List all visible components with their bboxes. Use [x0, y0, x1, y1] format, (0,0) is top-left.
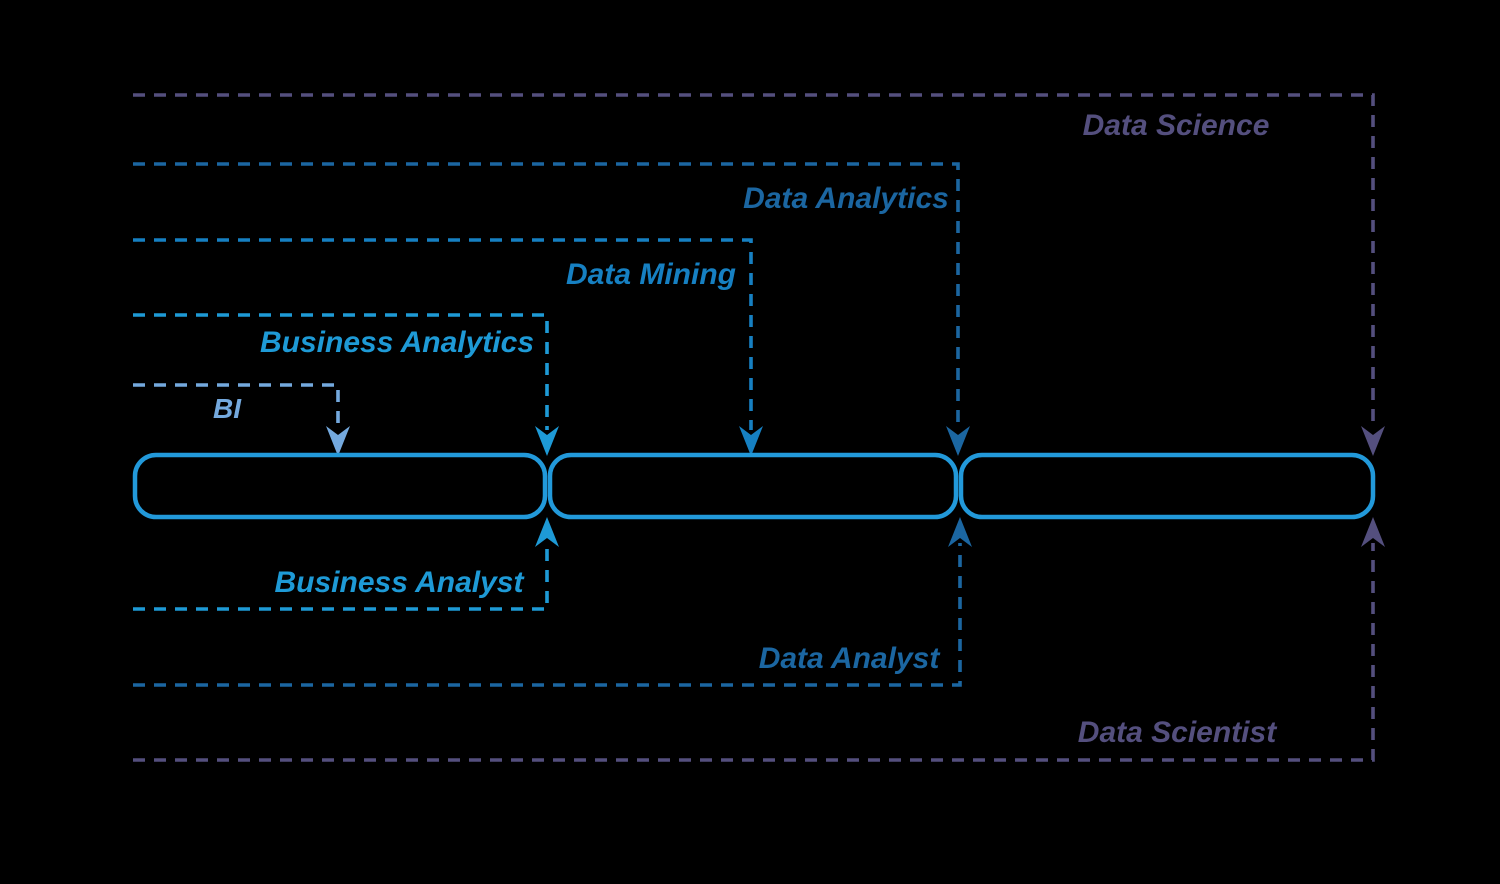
business-analyst-label: Business Analyst: [275, 566, 526, 599]
scope-data-analytics: Data Analytics: [133, 162, 970, 456]
data-scientist-arrow-up-icon: [1361, 517, 1385, 547]
data-analytics-bracket-line: [133, 162, 960, 430]
bi-label: BI: [213, 393, 242, 424]
bi-bracket-line: [133, 383, 340, 430]
data-analytics-label: Data Analytics: [743, 182, 949, 215]
data-mining-arrow-down-icon: [739, 426, 763, 456]
data-science-label: Data Science: [1083, 109, 1270, 142]
data-analyst-label: Data Analyst: [759, 642, 942, 675]
data-science-arrow-down-icon: [1361, 426, 1385, 456]
data-scientist-label: Data Scientist: [1078, 716, 1278, 749]
role-data-analyst: Data Analyst: [133, 517, 972, 687]
scope-bi: BI: [133, 383, 350, 456]
business-analyst-bracket-line: [133, 543, 549, 611]
scope-data-science: Data Science: [133, 93, 1385, 456]
scope-data-mining: Data Mining: [133, 238, 763, 456]
timeline-bar-2: [547, 452, 959, 520]
business-analytics-label: Business Analytics: [260, 326, 534, 359]
timeline-bar-3: [958, 452, 1376, 520]
data-scientist-bracket-line: [133, 543, 1375, 762]
business-analytics-arrow-down-icon: [535, 426, 559, 456]
scope-business-analytics: Business Analytics: [133, 313, 559, 456]
data-mining-label: Data Mining: [566, 258, 736, 291]
business-analytics-bracket-line: [133, 313, 549, 430]
business-analyst-arrow-up-icon: [535, 517, 559, 547]
role-business-analyst: Business Analyst: [133, 517, 559, 611]
timeline-bar-1: [132, 452, 548, 520]
timeline-bars: [132, 452, 1376, 520]
role-data-scientist: Data Scientist: [133, 517, 1385, 762]
data-mining-bracket-line: [133, 238, 753, 430]
data-analytics-arrow-down-icon: [946, 426, 970, 456]
data-science-bracket-line: [133, 93, 1375, 430]
data-analyst-bracket-line: [133, 543, 962, 687]
data-analyst-arrow-up-icon: [948, 517, 972, 547]
bi-arrow-down-icon: [326, 426, 350, 456]
